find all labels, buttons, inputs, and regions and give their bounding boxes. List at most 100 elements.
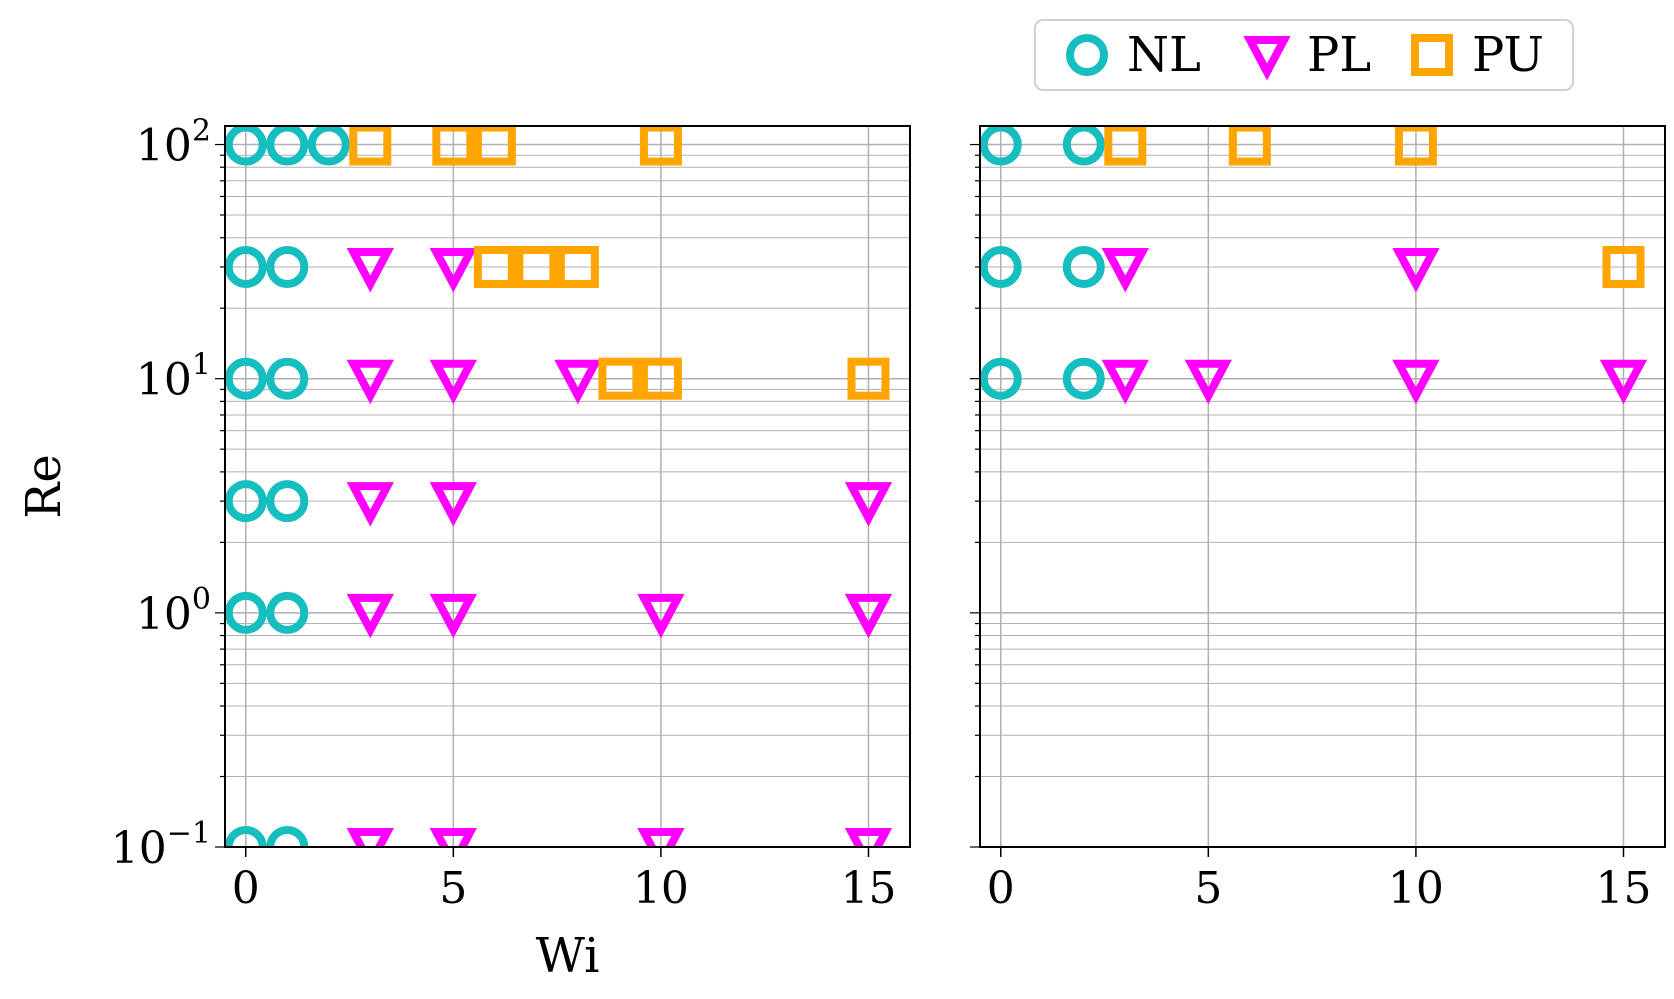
- point-PU: [847, 357, 890, 400]
- point-PL: [844, 482, 893, 527]
- x-tick-label: 5: [1194, 863, 1222, 914]
- x-axis-label: Wi: [536, 928, 600, 984]
- right-panel: 0 5 10 15: [970, 125, 1666, 914]
- x-tick-label: 15: [840, 863, 896, 914]
- series-PL: [1101, 247, 1648, 405]
- y-axis-label: Re: [16, 454, 72, 519]
- point-PU: [639, 126, 682, 166]
- point-PU: [432, 126, 475, 166]
- point-PL: [1392, 359, 1440, 405]
- y-tick-label: 102: [136, 114, 211, 172]
- legend: NL PL PU: [1034, 19, 1574, 91]
- x-tick-label: 0: [987, 863, 1015, 914]
- point-NL: [1062, 126, 1105, 166]
- y-tick-label: 100: [136, 582, 211, 640]
- point-NL: [225, 591, 267, 634]
- point-PL: [429, 247, 477, 293]
- x-tick-label: 15: [1595, 863, 1651, 914]
- point-PL: [844, 828, 893, 847]
- point-PL: [346, 482, 394, 527]
- point-NL: [266, 357, 309, 400]
- y-tick-exponent: −1: [167, 816, 211, 851]
- point-PL: [346, 593, 394, 639]
- point-PL: [554, 359, 602, 405]
- point-NL: [225, 245, 267, 288]
- y-tick-exponent: 2: [192, 114, 211, 149]
- series-NL: [225, 126, 350, 847]
- series-PL: [346, 247, 893, 847]
- point-NL: [307, 126, 350, 166]
- y-tick-label: 10−1: [111, 816, 211, 874]
- point-NL: [225, 826, 267, 847]
- point-NL: [266, 826, 309, 847]
- y-tick-base: 10: [136, 589, 192, 640]
- point-PU: [1394, 126, 1437, 166]
- point-PL: [429, 828, 477, 847]
- axes-frame: [224, 125, 911, 848]
- y-tick-label: 101: [136, 348, 211, 406]
- point-NL: [1062, 357, 1105, 400]
- grid: [980, 126, 1665, 848]
- point-NL: [225, 126, 267, 166]
- point-PL: [429, 593, 477, 639]
- ticks: 0 5 10 15: [970, 143, 1651, 914]
- y-tick-base: 10: [136, 121, 192, 172]
- point-PU: [1104, 126, 1147, 166]
- point-NL: [980, 126, 1022, 166]
- x-tick-label: 10: [1388, 863, 1444, 914]
- point-PL: [429, 482, 477, 527]
- y-tick-base: 10: [136, 355, 192, 406]
- point-PL: [346, 247, 394, 293]
- circle-icon: [1066, 34, 1108, 76]
- point-NL: [980, 357, 1022, 400]
- point-PU: [556, 245, 599, 288]
- point-NL: [980, 245, 1022, 288]
- point-PU: [639, 357, 682, 400]
- point-PL: [637, 828, 685, 847]
- y-tick-base: 10: [111, 823, 167, 874]
- x-tick-label: 0: [232, 863, 260, 914]
- point-PU: [1602, 245, 1645, 288]
- point-NL: [1062, 245, 1105, 288]
- series-PU: [349, 126, 890, 400]
- legend-label: NL: [1127, 27, 1201, 83]
- point-NL: [266, 126, 309, 166]
- point-PU: [515, 245, 558, 288]
- point-PL: [1101, 359, 1149, 405]
- point-PU: [349, 126, 392, 166]
- point-PL: [1184, 359, 1232, 405]
- legend-label: PL: [1307, 27, 1371, 83]
- point-PL: [346, 359, 394, 405]
- point-PL: [844, 593, 893, 639]
- point-PL: [637, 593, 685, 639]
- point-PU: [473, 245, 516, 288]
- point-NL: [266, 245, 309, 288]
- x-tick-label: 5: [439, 863, 467, 914]
- point-NL: [225, 480, 267, 523]
- data-markers: [980, 126, 1648, 405]
- axes-frame: [979, 125, 1666, 848]
- series-NL: [980, 126, 1105, 400]
- y-tick-exponent: 0: [192, 582, 211, 617]
- point-PL: [1599, 359, 1648, 405]
- point-PU: [1228, 126, 1271, 166]
- point-NL: [225, 357, 267, 400]
- point-PU: [473, 126, 516, 166]
- square-icon: [1411, 34, 1453, 76]
- x-tick-label: 10: [633, 863, 689, 914]
- point-PL: [346, 828, 394, 847]
- legend-label: PU: [1472, 27, 1544, 83]
- series-PU: [1104, 126, 1645, 288]
- point-PL: [1101, 247, 1149, 293]
- point-PL: [1392, 247, 1440, 293]
- triangle-down-icon: [1243, 36, 1291, 81]
- data-markers: [225, 126, 893, 847]
- point-NL: [266, 480, 309, 523]
- y-tick-exponent: 1: [192, 348, 211, 383]
- point-PU: [598, 357, 641, 400]
- point-PL: [429, 359, 477, 405]
